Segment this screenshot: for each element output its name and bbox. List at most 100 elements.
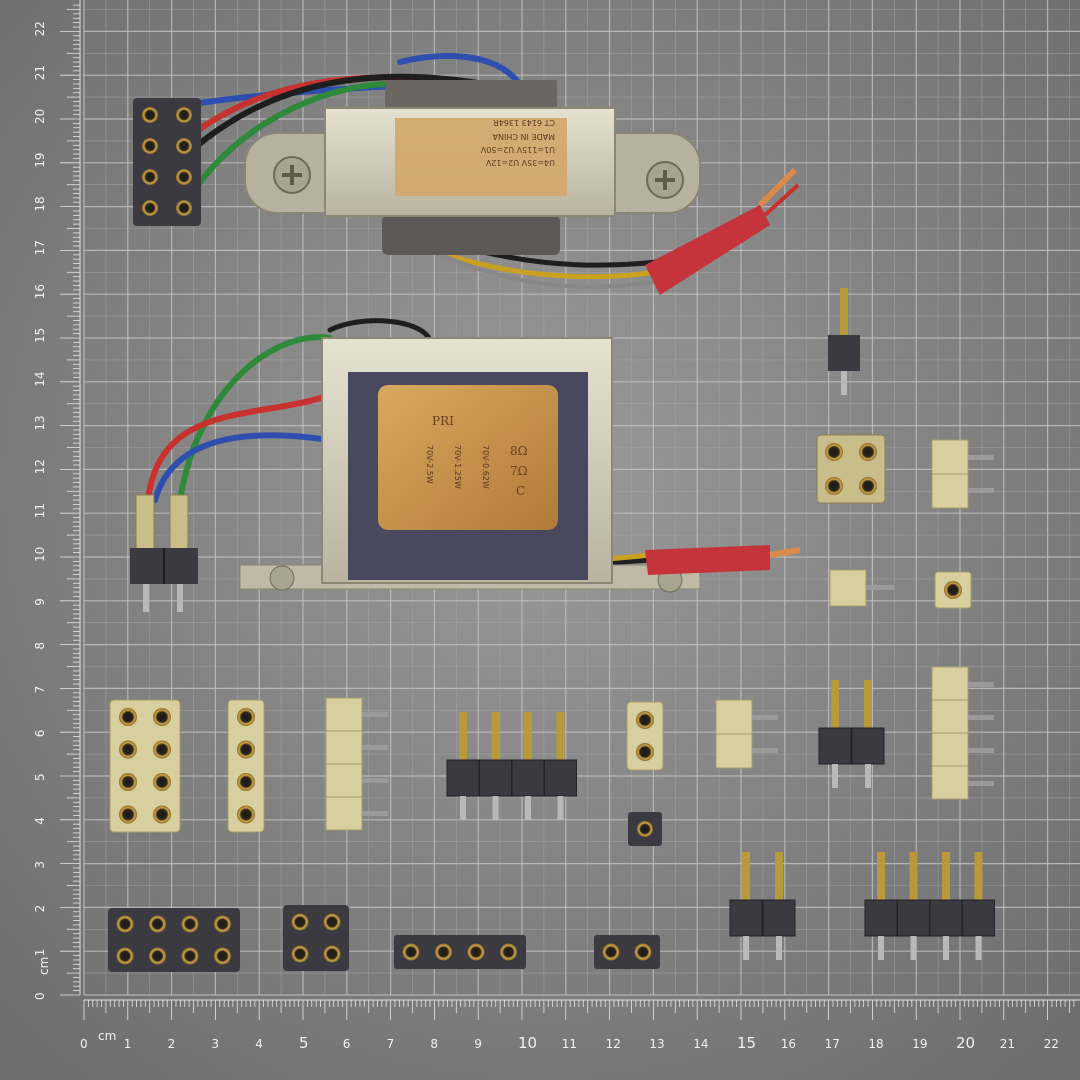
- socket-hole: [176, 107, 192, 123]
- silver-pin: [832, 764, 838, 788]
- socket-hole: [825, 477, 843, 495]
- top-transformer-label-1: CT 6143 1364R: [493, 118, 555, 127]
- ruler-bottom-label: 2: [168, 1037, 176, 1051]
- pin-housing: [446, 759, 480, 797]
- socket-hole: [176, 169, 192, 185]
- brass-pin: [775, 852, 783, 902]
- ruler-left-label: 4: [33, 817, 47, 825]
- brass-pin: [974, 852, 983, 902]
- ruler-bottom-label: 13: [649, 1037, 664, 1051]
- ruler-left-label: 21: [33, 65, 47, 80]
- socket-hole: [149, 947, 166, 965]
- socket-hole: [323, 913, 341, 931]
- beige-header-single-a: [829, 569, 894, 607]
- left-ruler: [60, 0, 81, 996]
- socket-hole: [237, 773, 255, 791]
- beige-header-right-2: [931, 439, 994, 509]
- ruler-left-label: 5: [33, 773, 47, 781]
- ruler-left-label: 6: [33, 730, 47, 738]
- socket-hole: [142, 107, 158, 123]
- socket-hole: [402, 943, 420, 961]
- socket-hole: [116, 915, 134, 933]
- brass-pin: [877, 852, 885, 902]
- ruler-left-label: 17: [33, 240, 47, 255]
- dark-socket-2x4: [108, 908, 240, 972]
- bottom-ruler: [83, 999, 1080, 1020]
- ruler-bottom-label: 11: [562, 1037, 577, 1051]
- heat-shrink-top: [645, 167, 800, 295]
- beige-socket-2x2: [816, 434, 886, 504]
- ruler-bottom-label: 20: [956, 1034, 975, 1052]
- pin-housing: [864, 899, 898, 937]
- ruler-bottom-label: 8: [430, 1037, 438, 1051]
- socket-hole: [323, 945, 341, 963]
- socket-hole: [500, 943, 517, 961]
- top-transformer-label-2: MADE IN CHINA: [492, 132, 555, 141]
- silver-pin: [460, 796, 466, 820]
- socket-hole: [291, 913, 309, 931]
- ruler-bottom-label: 0: [80, 1037, 88, 1051]
- socket-hole: [237, 805, 255, 824]
- socket-hole: [119, 805, 137, 824]
- ruler-bottom-label: 16: [781, 1037, 796, 1051]
- ruler-left-label: 12: [33, 459, 47, 474]
- silver-pin: [557, 796, 564, 820]
- ruler-left-label: 10: [33, 547, 47, 562]
- pin-header-1x2-a: [818, 680, 885, 788]
- ruler-left-label: 3: [33, 861, 47, 869]
- socket-hole: [142, 138, 158, 154]
- ruler-left-label: 19: [33, 153, 47, 168]
- ruler-bottom-label: 18: [868, 1037, 883, 1051]
- socket-hole: [119, 773, 137, 791]
- socket-hole: [181, 947, 199, 965]
- socket-hole: [153, 740, 171, 759]
- heat-shrink-bottom: [645, 545, 801, 575]
- beige-header-right-2b: [715, 699, 778, 769]
- ruler-left-label: 9: [33, 598, 47, 606]
- socket-hole: [214, 915, 231, 933]
- ruler-left-label: 1: [33, 949, 47, 957]
- socket-hole: [142, 169, 158, 185]
- ruler-bottom-label: 5: [299, 1034, 309, 1052]
- single-pin-header: [828, 288, 860, 395]
- dark-socket-1x2: [594, 935, 660, 969]
- silver-pin: [776, 936, 782, 960]
- ruler-bottom-label: 12: [606, 1037, 621, 1051]
- pin-housing: [897, 899, 930, 937]
- socket-hole: [181, 915, 199, 933]
- label-70v-1-25w: 70V-1.25W: [453, 445, 462, 489]
- silver-pin: [492, 796, 499, 820]
- pin-housing: [729, 899, 763, 937]
- pin-housing: [929, 899, 963, 937]
- ruler-left-label: 11: [33, 503, 47, 518]
- socket-hole: [237, 740, 255, 759]
- ruler-bottom-label: 10: [518, 1034, 537, 1052]
- ruler-left-label: 8: [33, 642, 47, 650]
- brass-pin: [942, 852, 950, 902]
- socket-hole: [153, 708, 171, 726]
- beige-socket-2x4: [109, 699, 181, 833]
- label-7-ohm: 7Ω: [510, 464, 528, 478]
- ruler-bottom-label: 7: [387, 1037, 395, 1051]
- top-transformer-label-3: U1=115V U2=50V: [480, 145, 555, 154]
- ruler-left-label: 0: [33, 992, 47, 1000]
- silver-pin: [743, 936, 749, 960]
- ruler-left-label: 16: [33, 284, 47, 299]
- ruler-left-label: 7: [33, 686, 47, 694]
- ruler-left-label: 2: [33, 905, 47, 913]
- pin-housing: [962, 899, 995, 937]
- socket-hole: [116, 947, 134, 965]
- dark-socket-2x2: [283, 905, 349, 971]
- pin-housing: [818, 727, 852, 765]
- pin-header-1x2-b: [729, 852, 796, 960]
- pin-header-1x4-a: [446, 712, 577, 820]
- pin-housing: [762, 899, 796, 937]
- dark-socket-single: [628, 812, 662, 846]
- beige-header-right-4b: [931, 666, 994, 800]
- ruler-bottom-label: 15: [737, 1034, 756, 1052]
- top-transformer-label-4: U4=35V U2=12V: [485, 158, 555, 167]
- ruler-left-label: 13: [33, 415, 47, 430]
- brass-pin: [524, 712, 532, 762]
- socket-hole: [153, 773, 171, 791]
- ruler-left-label: 20: [33, 109, 47, 124]
